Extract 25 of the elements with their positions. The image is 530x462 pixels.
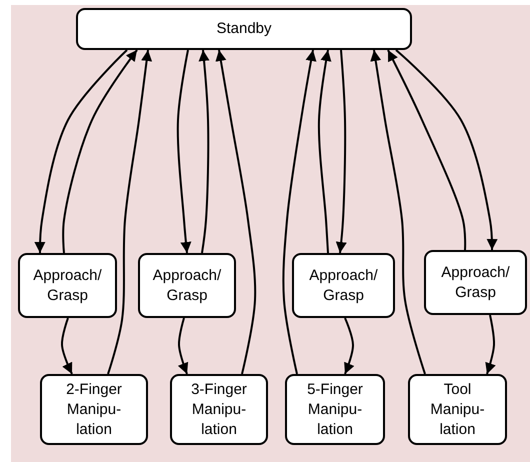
state-box: Standby	[76, 8, 412, 50]
arrow	[198, 50, 210, 254]
state-box: Approach/ Grasp	[18, 253, 117, 318]
state-box: 2-Finger Manipu- lation	[40, 374, 148, 445]
arrow	[387, 50, 466, 250]
arrow	[485, 314, 496, 374]
arrow	[178, 318, 188, 374]
arrow	[62, 49, 138, 254]
arrow	[61, 318, 73, 374]
arrow	[336, 50, 347, 254]
state-box: 5-Finger Manipu- lation	[285, 374, 385, 445]
state-box: 3-Finger Manipu- lation	[170, 374, 268, 445]
arrow	[34, 49, 128, 253]
state-box: Approach/ Grasp	[424, 250, 527, 315]
state-box: Approach/ Grasp	[138, 253, 236, 318]
arrow	[395, 49, 498, 250]
arrow	[282, 50, 316, 374]
state-box: Tool Manipu- lation	[408, 374, 507, 445]
arrow	[318, 50, 332, 254]
arrow	[176, 50, 192, 254]
state-box: Approach/ Grasp	[292, 253, 395, 318]
arrow	[344, 318, 354, 374]
arrow	[370, 50, 426, 374]
arrow	[107, 50, 152, 374]
arrow	[215, 50, 256, 374]
